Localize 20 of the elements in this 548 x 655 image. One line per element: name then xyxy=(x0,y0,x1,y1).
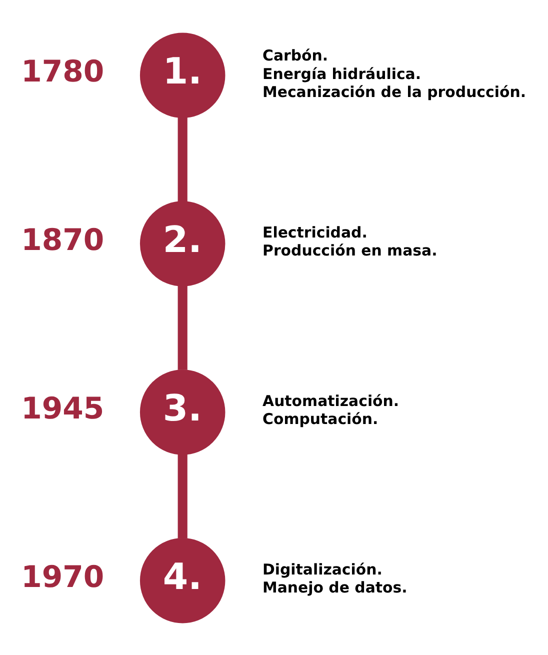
node-label: Mecanización de la producción. xyxy=(262,82,526,100)
node-circle: 2. xyxy=(140,200,226,286)
node-circle: 4. xyxy=(140,538,226,623)
node-label: Electricidad. xyxy=(262,223,368,242)
node-label: Manejo de datos. xyxy=(262,578,408,596)
node-label: Automatización. xyxy=(262,392,400,410)
node-label: Digitalización. xyxy=(262,560,382,578)
node-label: 1870 xyxy=(21,222,104,258)
node-label: 1970 xyxy=(21,559,104,594)
node-circle: 1. xyxy=(140,32,226,118)
node-label: Energía hidráulica. xyxy=(262,64,422,82)
node-label: Carbón. xyxy=(262,46,328,64)
node-circle: 3. xyxy=(140,369,226,454)
connector xyxy=(178,285,188,370)
node-label: Producción en masa. xyxy=(262,241,438,260)
connector xyxy=(178,454,188,538)
connector xyxy=(178,117,188,202)
node-label: 1780 xyxy=(21,54,104,90)
node-label: 1945 xyxy=(21,391,104,426)
node-label: Computación. xyxy=(262,410,378,428)
